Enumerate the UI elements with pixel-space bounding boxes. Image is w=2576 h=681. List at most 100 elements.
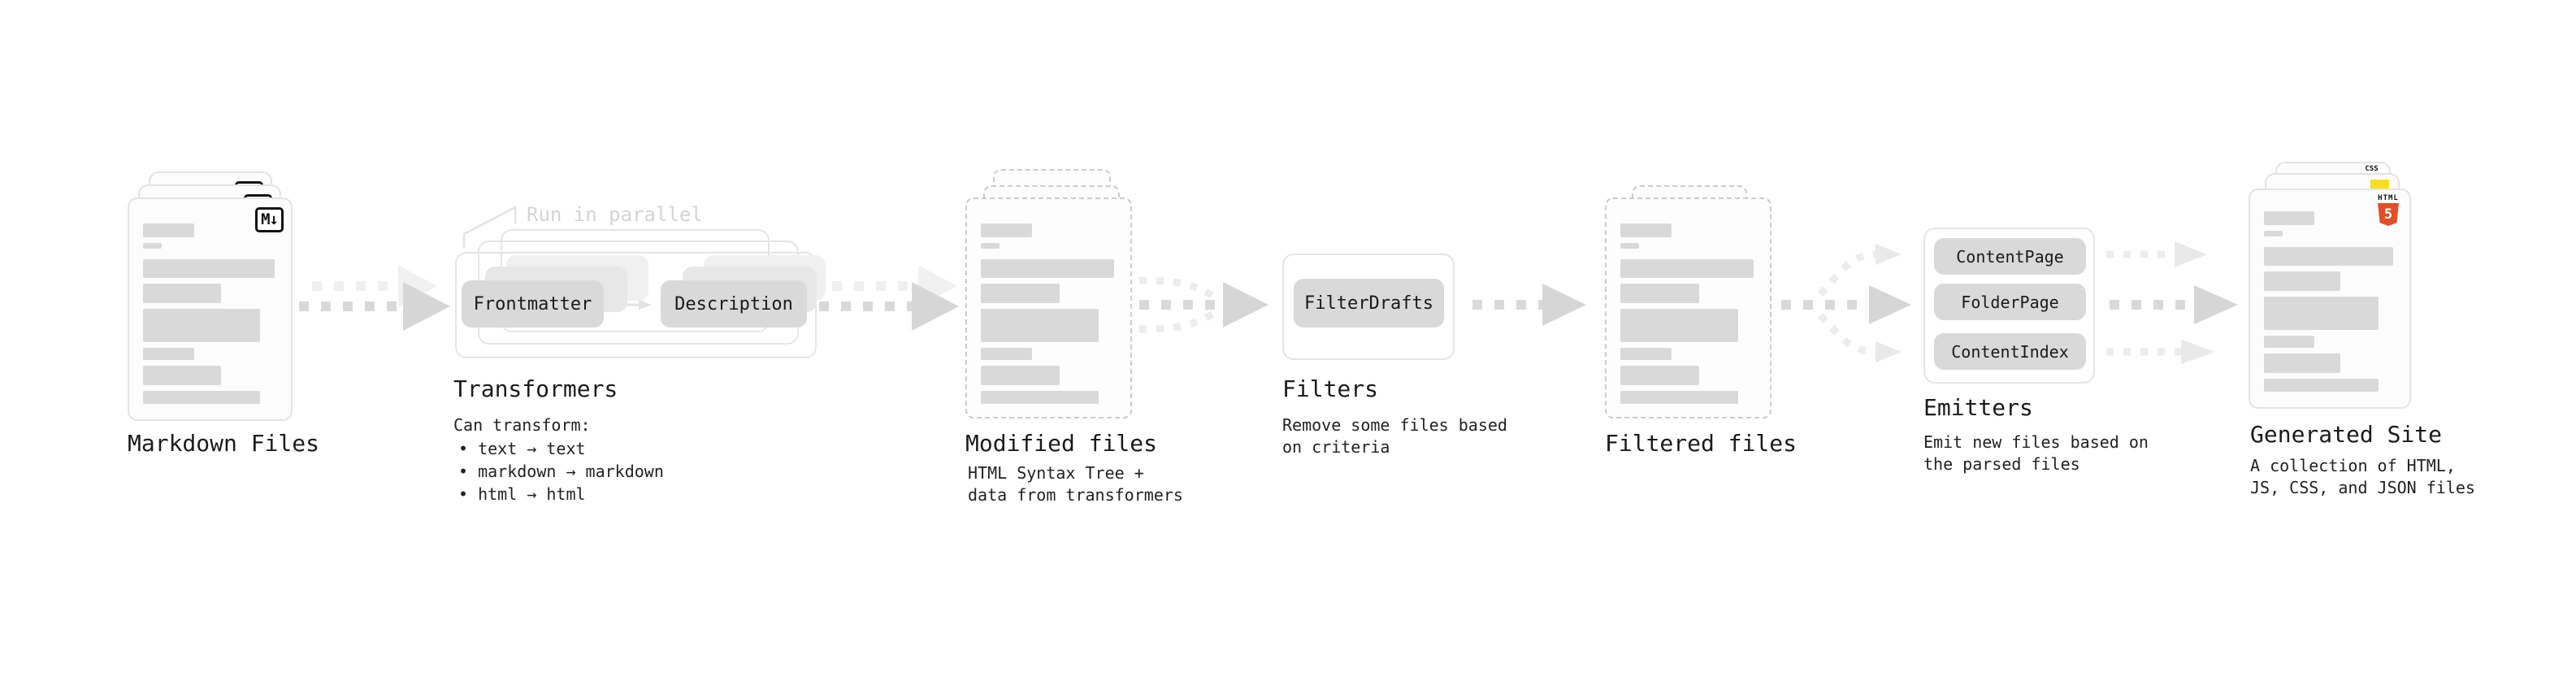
transformers-desc-title: Can transform: bbox=[453, 415, 591, 435]
desc-line: the parsed files bbox=[1923, 454, 2080, 474]
html5-icon: HTML 5 bbox=[2374, 195, 2403, 226]
filters-group-outline bbox=[1282, 254, 1455, 360]
bullet-item: • html → html bbox=[458, 484, 586, 504]
arrow-branch-bottom bbox=[1817, 312, 1876, 356]
arrow-top-head bbox=[2175, 241, 2207, 267]
content-line-bar bbox=[981, 259, 1114, 278]
filters-desc: Remove some files based on criteria bbox=[1282, 414, 1507, 458]
content-line-bar bbox=[981, 309, 1099, 342]
arrow-branch-bottom bbox=[1138, 308, 1220, 333]
markdown-file-card-front: M↓ bbox=[128, 197, 293, 421]
content-line-bar bbox=[981, 284, 1060, 303]
markdown-icon: M↓ bbox=[255, 207, 284, 232]
content-line-bar bbox=[143, 259, 275, 278]
arrow-branch-top-head bbox=[1876, 244, 1902, 265]
content-line-bar bbox=[143, 391, 260, 404]
run-in-parallel-note: Run in parallel bbox=[527, 203, 703, 226]
transformers-bullet-list: • text → text • markdown → markdown • ht… bbox=[458, 437, 664, 505]
stage-label-modified-files: Modified files bbox=[965, 430, 1158, 457]
arrow-filters-to-filtered bbox=[1472, 284, 1586, 326]
document-content-placeholder bbox=[143, 223, 277, 404]
content-line-bar bbox=[1620, 348, 1672, 360]
desc-line: JS, CSS, and JSON files bbox=[2250, 478, 2475, 497]
desc-line: A collection of HTML, bbox=[2250, 456, 2456, 475]
bullet-item: • markdown → markdown bbox=[458, 462, 664, 481]
content-line-bar bbox=[143, 309, 260, 342]
desc-line: data from transformers bbox=[968, 485, 1183, 505]
arrow-branch-top bbox=[1138, 276, 1220, 301]
mini-arrow-head bbox=[639, 300, 652, 310]
desc-line: Remove some files based bbox=[1282, 415, 1507, 435]
stage-label-generated-site: Generated Site bbox=[2250, 421, 2443, 448]
description-plugin: Description bbox=[661, 280, 807, 327]
frontmatter-plugin: Frontmatter bbox=[462, 280, 604, 327]
arrow-modified-to-filters bbox=[1138, 276, 1268, 333]
modified-file-card-front bbox=[965, 197, 1132, 419]
document-content-placeholder bbox=[981, 223, 1117, 404]
emitters-group-outline bbox=[1923, 228, 2095, 384]
arrow-emitters-to-generated bbox=[2106, 241, 2238, 364]
content-line-bar bbox=[1620, 309, 1739, 342]
stage-label-filters: Filters bbox=[1282, 375, 1379, 402]
contentindex-plugin: ContentIndex bbox=[1934, 333, 2086, 370]
content-line-bar bbox=[2264, 271, 2340, 291]
stage-label-filtered-files: Filtered files bbox=[1605, 430, 1798, 457]
document-content-placeholder bbox=[2264, 211, 2396, 392]
filtered-file-card-front bbox=[1605, 197, 1772, 419]
content-line-bar bbox=[143, 366, 221, 385]
css-icon-label: CSS bbox=[2365, 165, 2379, 173]
stage-label-markdown-files: Markdown Files bbox=[128, 430, 320, 457]
contentpage-plugin: ContentPage bbox=[1934, 238, 2086, 275]
stage-label-emitters: Emitters bbox=[1923, 394, 2033, 421]
arrow-head bbox=[912, 282, 959, 331]
bullet-item: • text → text bbox=[458, 439, 586, 458]
arrow-filtered-to-emitters bbox=[1781, 244, 1911, 362]
emitters-desc: Emit new files based on the parsed files bbox=[1923, 432, 2149, 475]
arrow-markdown-to-transformers bbox=[299, 265, 450, 331]
generated-site-card-front: HTML 5 bbox=[2249, 189, 2411, 409]
callout-line bbox=[462, 205, 517, 248]
content-line-bar bbox=[2264, 336, 2314, 348]
arrow-bottom-head bbox=[2181, 340, 2215, 364]
content-line-bar bbox=[1620, 259, 1754, 278]
content-line-bar bbox=[981, 243, 1000, 249]
arrow-head bbox=[1869, 285, 1911, 324]
arrow-head bbox=[1542, 284, 1586, 326]
arrow-branch-bottom-head bbox=[1876, 341, 1902, 362]
content-line-bar bbox=[2264, 231, 2283, 236]
desc-line: on criteria bbox=[1282, 437, 1390, 457]
document-content-placeholder bbox=[1620, 223, 1756, 404]
content-line-bar bbox=[2264, 297, 2379, 330]
arrow-head bbox=[1223, 282, 1268, 327]
content-line-bar bbox=[981, 223, 1033, 237]
run-in-parallel-callout-line bbox=[462, 205, 517, 248]
content-line-bar bbox=[2264, 354, 2340, 373]
modified-files-desc: HTML Syntax Tree + data from transformer… bbox=[968, 462, 1183, 506]
content-line-bar bbox=[1620, 223, 1672, 237]
arrow-branch-top bbox=[1817, 250, 1876, 297]
arrow-transformers-to-modified bbox=[819, 265, 959, 331]
desc-line: Emit new files based on bbox=[1923, 432, 2149, 452]
content-line-bar bbox=[1620, 243, 1640, 249]
content-line-bar bbox=[981, 366, 1060, 385]
content-line-bar bbox=[2264, 379, 2379, 392]
content-line-bar bbox=[143, 348, 194, 360]
content-line-bar bbox=[1620, 366, 1699, 385]
generated-site-desc: A collection of HTML, JS, CSS, and JSON … bbox=[2250, 455, 2475, 499]
content-line-bar bbox=[143, 243, 163, 249]
arrow-head bbox=[403, 282, 450, 331]
content-line-bar bbox=[2264, 247, 2393, 266]
content-line-bar bbox=[143, 284, 221, 303]
content-line-bar bbox=[981, 391, 1099, 404]
stage-label-transformers: Transformers bbox=[453, 375, 618, 402]
content-line-bar bbox=[981, 348, 1033, 360]
arrow-head bbox=[2194, 285, 2238, 324]
content-line-bar bbox=[1620, 284, 1699, 303]
html5-icon-label: HTML bbox=[2378, 194, 2399, 202]
content-line-bar bbox=[1620, 391, 1739, 404]
content-line-bar bbox=[2264, 211, 2314, 225]
filterdrafts-plugin: FilterDrafts bbox=[1294, 279, 1444, 327]
desc-line: HTML Syntax Tree + bbox=[968, 463, 1144, 483]
